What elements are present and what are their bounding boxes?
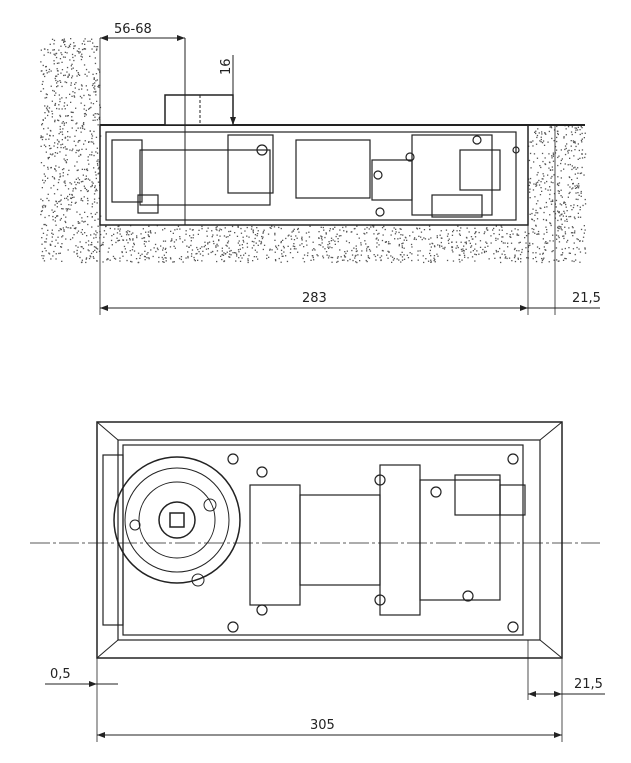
spindle-wheel [113,456,241,587]
dim-length-top: 305 [310,718,335,733]
cover-plate [96,421,563,659]
concrete-texture [40,38,587,264]
dim-height: 16 [219,58,234,75]
dim-right-side: 21,5 [572,291,601,306]
side-view: 56-68 16 283 21,5 [40,22,601,315]
dim-left-top: 0,5 [50,667,71,682]
dim-right-top: 21,5 [574,677,603,692]
floor-spring-body-top [102,444,526,636]
top-view: 0,5 21,5 305 [30,421,605,742]
dim-spindle-offset: 56-68 [114,22,152,37]
dim-length-side: 283 [302,291,327,306]
cover-plate-inner [117,439,541,641]
spindle-block [164,94,234,126]
floor-spring-body-side [105,131,520,221]
